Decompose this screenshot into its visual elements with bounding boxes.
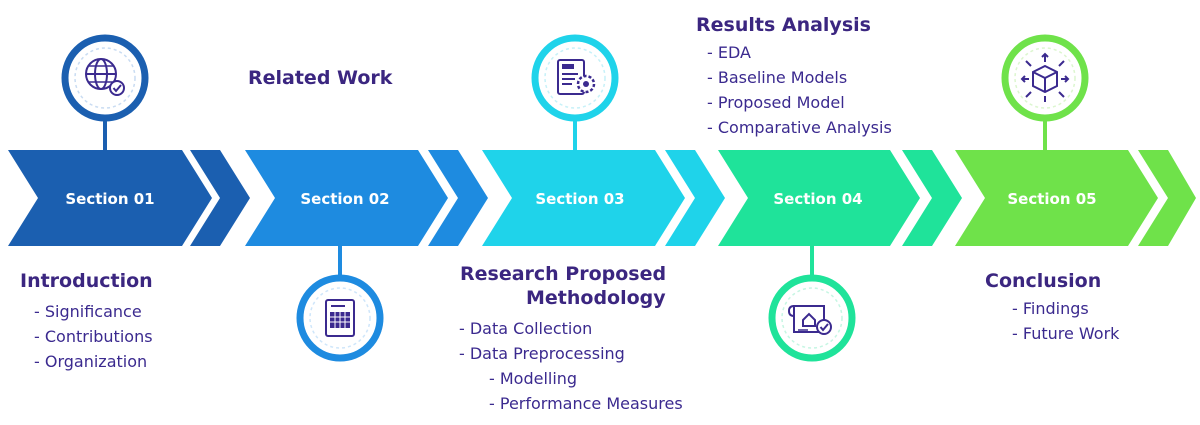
list-item: - EDA (707, 43, 751, 62)
list-item: - Significance (34, 302, 142, 321)
section-3-label: Section 03 (535, 190, 624, 208)
section-4-title: Results Analysis (696, 14, 871, 36)
section-4-arrow (718, 150, 920, 246)
list-item: - Future Work (1012, 324, 1120, 343)
list-item: - Data Preprocessing (459, 344, 625, 363)
section-2-title: Related Work (248, 67, 393, 89)
document-table-icon (296, 274, 384, 362)
section-1-arrow (8, 150, 212, 246)
list-item: - Proposed Model (707, 93, 845, 112)
section-4-label: Section 04 (773, 190, 862, 208)
section-5-items: - Findings - Future Work (1012, 296, 1119, 346)
section-5-small-chevron (1138, 150, 1196, 246)
section-5-label: Section 05 (1007, 190, 1096, 208)
box-arrows-icon (1001, 34, 1089, 122)
section-3-items: - Data Collection - Data Preprocessing -… (459, 316, 683, 416)
section-1-title: Introduction (20, 270, 153, 292)
section-1-label: Section 01 (65, 190, 154, 208)
section-1-items: - Significance - Contributions - Organiz… (34, 299, 153, 374)
list-item: - Contributions (34, 327, 153, 346)
list-item: - Baseline Models (707, 68, 848, 87)
document-gear-icon (531, 34, 619, 122)
section-3-small-chevron (665, 150, 725, 246)
list-item: - Organization (34, 352, 148, 371)
certificate-check-icon (768, 274, 856, 362)
section-3-title-line-1: Research Proposed (460, 263, 667, 285)
section-5-arrow (955, 150, 1158, 246)
section-5-title: Conclusion (985, 270, 1102, 292)
list-item: - Comparative Analysis (707, 118, 892, 137)
section-1-small-chevron (190, 150, 250, 246)
section-4-small-chevron (902, 150, 962, 246)
section-3-title-line-2: Methodology (526, 287, 666, 309)
list-item: - Performance Measures (489, 394, 683, 413)
globe-check-icon (61, 34, 149, 122)
list-item: - Findings (1012, 299, 1089, 318)
list-item: - Data Collection (459, 319, 593, 338)
section-4-items: - EDA - Baseline Models - Proposed Model… (707, 40, 892, 140)
section-2-arrow (245, 150, 448, 246)
section-2-label: Section 02 (300, 190, 389, 208)
section-2-small-chevron (428, 150, 488, 246)
section-3-arrow (482, 150, 685, 246)
list-item: - Modelling (489, 369, 578, 388)
